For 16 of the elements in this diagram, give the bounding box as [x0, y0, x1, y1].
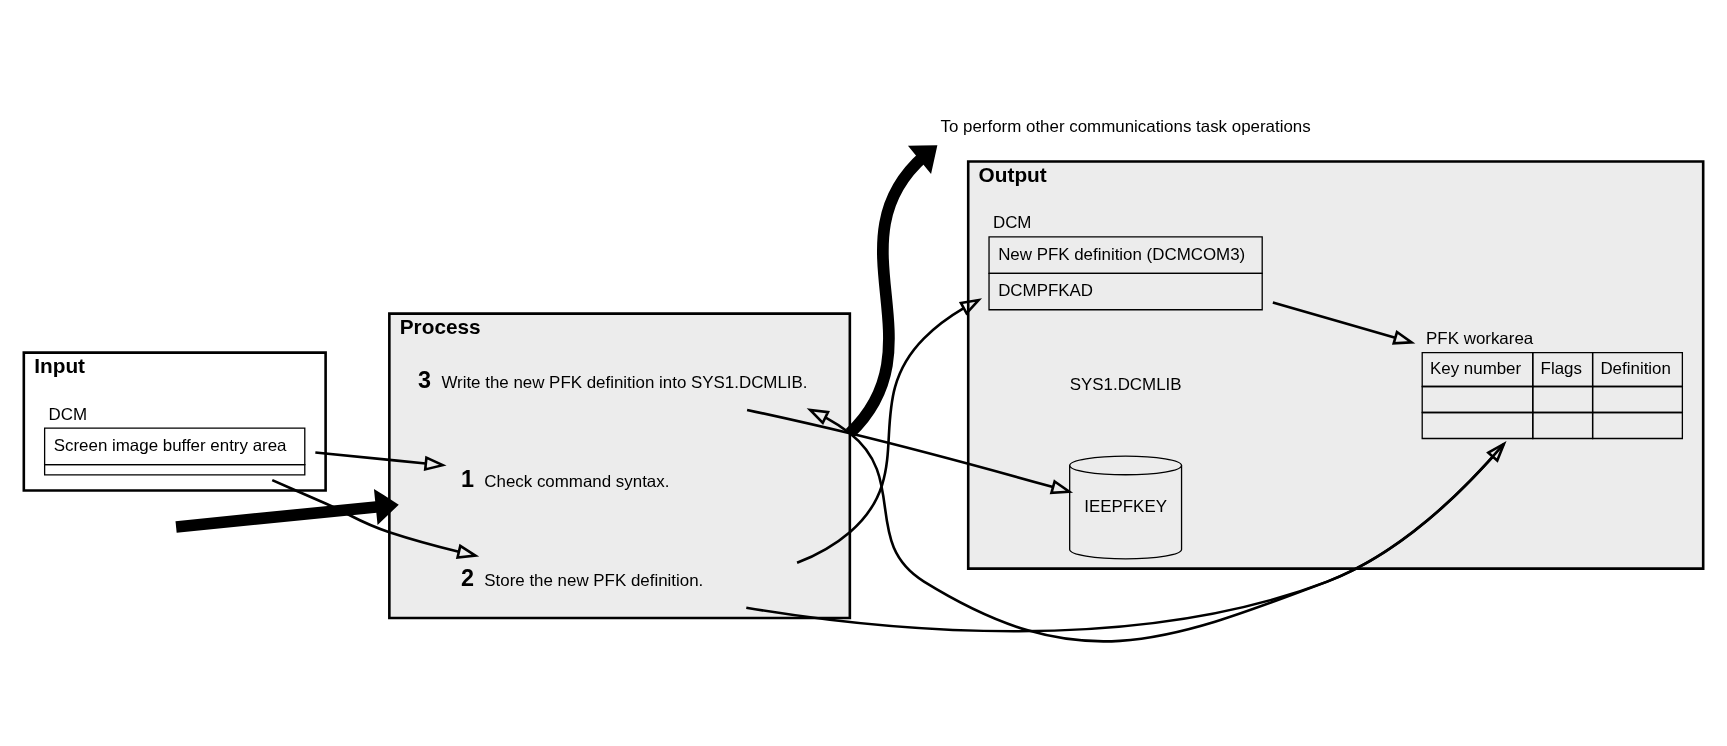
node-text: 3 Write the new PFK definition into SYS1.DCMLIB. — [417, 367, 808, 394]
node-label: DCM — [992, 213, 1032, 233]
arrow — [315, 451, 447, 472]
label: SYS1.DCMLIB — [1069, 374, 1182, 394]
node-text: To perform other communications task operations — [940, 117, 1311, 137]
arrow — [806, 408, 1505, 643]
node-text: 2 Store the new PFK definition. — [460, 565, 704, 592]
node-text: 1 Check command syntax. — [460, 466, 670, 493]
arrow — [796, 298, 983, 565]
node-label: PFK workarea — [1426, 329, 1534, 349]
arrow — [746, 408, 1074, 495]
arrow — [271, 478, 480, 559]
arrow — [175, 488, 399, 533]
arrow — [1272, 301, 1416, 345]
arrow — [746, 440, 1507, 633]
node-label: DCM — [48, 404, 88, 424]
